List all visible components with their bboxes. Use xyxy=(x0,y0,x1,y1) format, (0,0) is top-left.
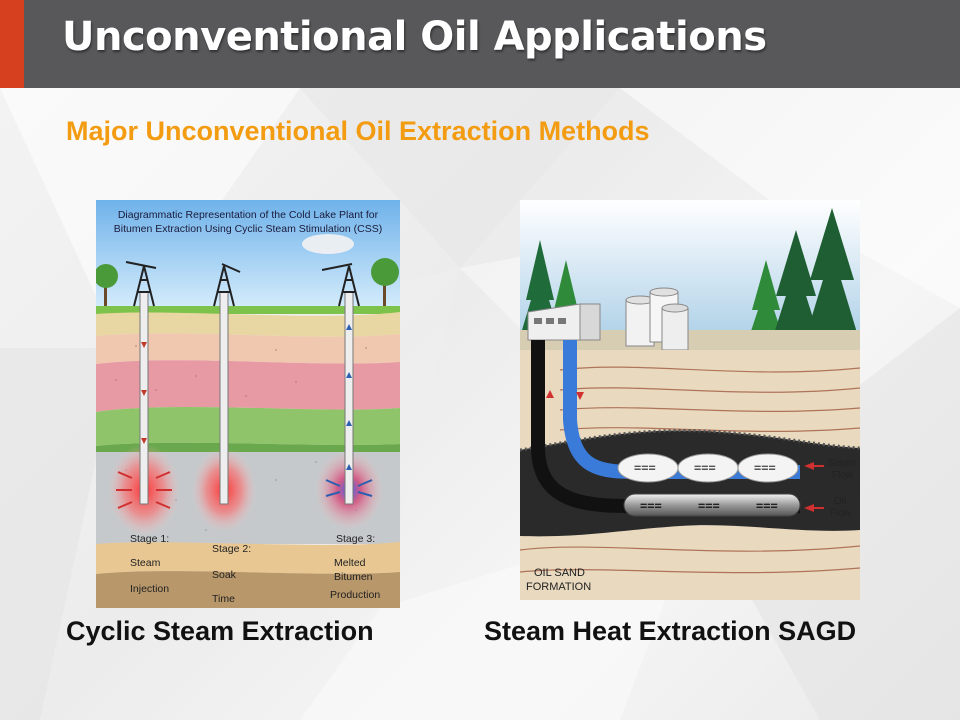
oil-flow-label-line1: Oil xyxy=(834,496,846,507)
stage1-line3: Injection xyxy=(130,583,169,595)
tree-icon xyxy=(371,258,399,308)
stage3-line3: Bitumen xyxy=(334,571,373,583)
tree-icon xyxy=(772,230,820,340)
slide-subtitle: Major Unconventional Oil Extraction Meth… xyxy=(66,116,650,146)
steam-pipe-mark: === xyxy=(754,461,776,475)
sagd-caption: Steam Heat Extraction SAGD xyxy=(484,616,857,646)
oil-pipe-mark: === xyxy=(698,499,720,513)
steam-flow-label-line2: Flow xyxy=(832,470,854,481)
css-diagram: Diagrammatic Representation of the Cold … xyxy=(96,200,400,608)
stage2-line3: Time xyxy=(212,593,235,605)
derrick-icon xyxy=(125,261,157,307)
up-arrow-icon xyxy=(546,390,554,398)
derrick-icon xyxy=(321,263,360,307)
css-diagram-svg: Diagrammatic Representation of the Cold … xyxy=(96,200,400,608)
css-heading-line1: Diagrammatic Representation of the Cold … xyxy=(118,209,379,221)
css-heading-line2: Bitumen Extraction Using Cyclic Steam St… xyxy=(114,223,382,235)
css-caption: Cyclic Steam Extraction xyxy=(66,616,374,646)
steam-pipe-mark: === xyxy=(694,461,716,475)
storage-tank-icon xyxy=(661,303,689,351)
oil-pipe-mark: === xyxy=(640,499,662,513)
steam-flow-label-line1: Steam xyxy=(828,458,857,469)
formation-label-line1: OIL SAND xyxy=(534,567,585,579)
stage2-line1: Stage 2: xyxy=(212,543,251,555)
left-arrow-icon xyxy=(804,504,814,512)
slide-title: Unconventional Oil Applications xyxy=(62,14,767,60)
sagd-diagram-svg: === === === === === === Steam Flow Oil F… xyxy=(520,200,860,600)
title-bar: Unconventional Oil Applications xyxy=(0,0,960,88)
plant-building xyxy=(527,303,601,341)
stage3-line2: Melted xyxy=(334,557,366,569)
left-arrow-icon xyxy=(804,462,814,470)
down-arrow-icon xyxy=(576,392,584,400)
stage1-line2: Steam xyxy=(130,557,161,569)
stage3-line4: Production xyxy=(330,589,380,601)
oil-pipe-mark: === xyxy=(756,499,778,513)
tree-icon xyxy=(748,260,784,340)
stage3-line1: Stage 3: xyxy=(336,533,375,545)
accent-stripe xyxy=(0,0,24,88)
stage2-line2: Soak xyxy=(212,569,237,581)
steam-pipe-mark: === xyxy=(634,461,656,475)
stage1-line1: Stage 1: xyxy=(130,533,169,545)
formation-label-line2: FORMATION xyxy=(526,581,591,593)
tree-icon xyxy=(806,208,858,336)
tree-icon xyxy=(96,264,118,308)
sagd-diagram: === === === === === === Steam Flow Oil F… xyxy=(520,200,860,600)
storage-tank-icon xyxy=(625,295,655,347)
derrick-icon xyxy=(213,263,241,307)
oil-flow-label-line2: Flow xyxy=(830,508,852,519)
